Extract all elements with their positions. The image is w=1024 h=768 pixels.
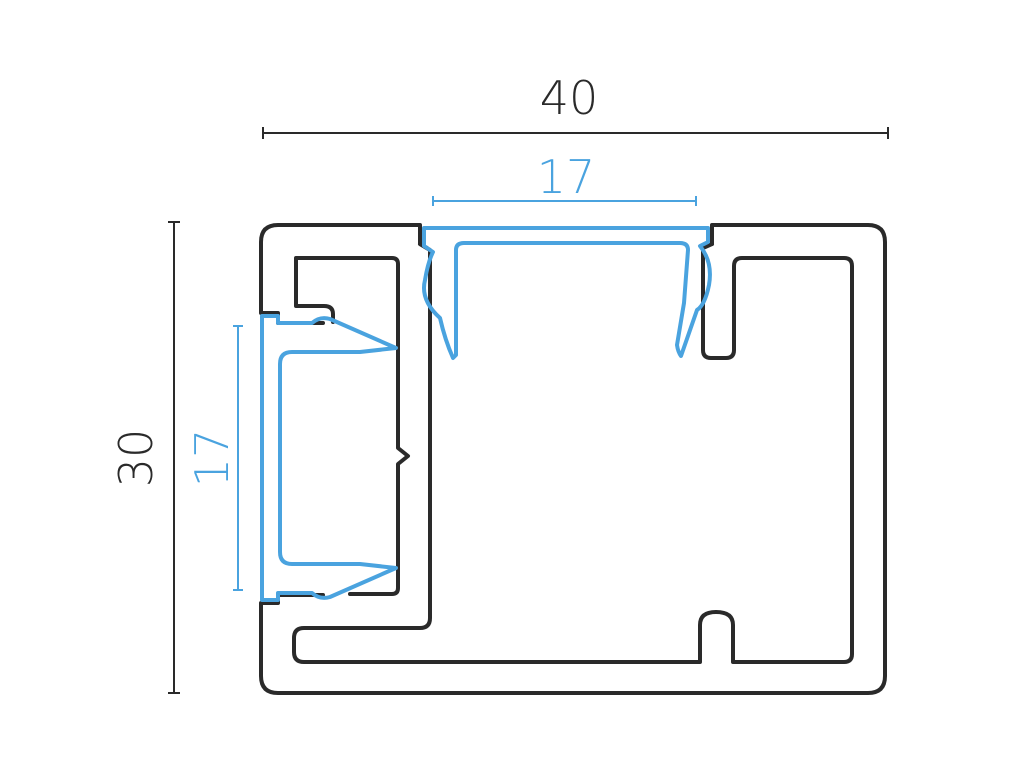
top-insert-dimension-label: 17: [537, 150, 596, 204]
profile-outer-contour: [259, 223, 887, 695]
width-dimension: 40: [262, 71, 889, 139]
side-insert-shape: [260, 314, 398, 602]
top-insert-shape: [422, 226, 712, 360]
height-dimension: 30: [109, 221, 180, 694]
profile-left-wall: [292, 242, 854, 664]
top-insert: [422, 226, 712, 360]
side-insert-dimension: 17: [185, 325, 243, 591]
height-dimension-label: 30: [109, 429, 163, 488]
top-insert-dimension: 17: [432, 150, 697, 206]
profile-outline: [259, 223, 887, 695]
side-insert-dimension-label: 17: [185, 429, 239, 488]
width-dimension-label: 40: [540, 71, 599, 125]
profile-left-channel: [294, 256, 410, 596]
side-insert: [260, 314, 398, 602]
